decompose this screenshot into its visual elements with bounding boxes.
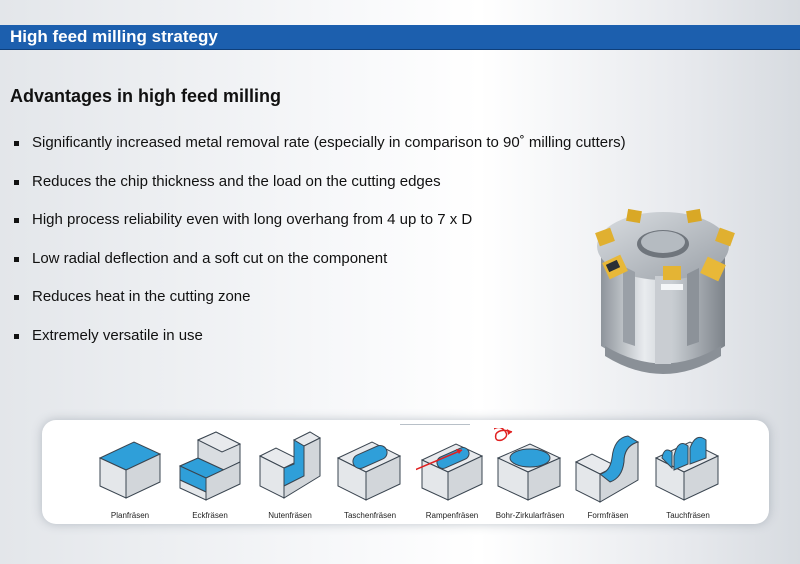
pocket-milling-icon (336, 441, 402, 501)
divider-line (400, 424, 470, 425)
operation-formfraesen: Formfräsen (570, 428, 646, 520)
bullet-square-icon (14, 141, 19, 146)
plunge-milling-icon (654, 436, 720, 501)
milling-operations-strip: Planfräsen Eckfräsen Nutenfräsen (42, 420, 769, 524)
bullet-square-icon (14, 179, 19, 185)
operation-label: Eckfräsen (192, 511, 228, 520)
operation-eckfraesen: Eckfräsen (172, 428, 248, 520)
operation-label: Bohr-Zirkularfräsen (495, 511, 565, 520)
operation-label: Rampenfräsen (425, 511, 479, 520)
shoulder-milling-icon (178, 431, 242, 501)
circular-milling-icon (494, 428, 562, 501)
page-title: High feed milling strategy (10, 27, 218, 46)
operation-tauchfraesen: Tauchfräsen (650, 428, 726, 520)
operation-label: Planfräsen (110, 511, 150, 520)
section-heading: Advantages in high feed milling (10, 86, 282, 106)
milling-cutter-image (583, 196, 743, 384)
operation-label: Taschenfräsen (343, 511, 397, 520)
header-bar: High feed milling strategy (0, 25, 800, 50)
ramp-arrow-icon (416, 449, 463, 471)
operation-planfraesen: Planfräsen (92, 428, 168, 520)
operation-taschenfraesen: Taschenfräsen (332, 428, 408, 520)
bullet-square-icon (14, 295, 19, 301)
face-milling-icon (98, 441, 162, 499)
spiral-arrow-icon (494, 428, 513, 442)
bullet-square-icon (14, 333, 19, 339)
operation-label: Nutenfräsen (268, 511, 312, 520)
operation-nutenfraesen: Nutenfräsen (252, 428, 328, 520)
operation-bohr-zirkularfraesen: Bohr-Zirkularfräsen (492, 428, 568, 520)
form-milling-icon (574, 435, 640, 503)
bullet-square-icon (14, 218, 19, 224)
slot-milling-icon (258, 431, 322, 499)
operation-label: Tauchfräsen (666, 511, 710, 520)
bullet-square-icon (14, 256, 19, 262)
operation-label: Formfräsen (587, 511, 629, 520)
operation-rampenfraesen: Rampenfräsen (414, 428, 490, 520)
ramp-milling-icon (416, 443, 484, 501)
